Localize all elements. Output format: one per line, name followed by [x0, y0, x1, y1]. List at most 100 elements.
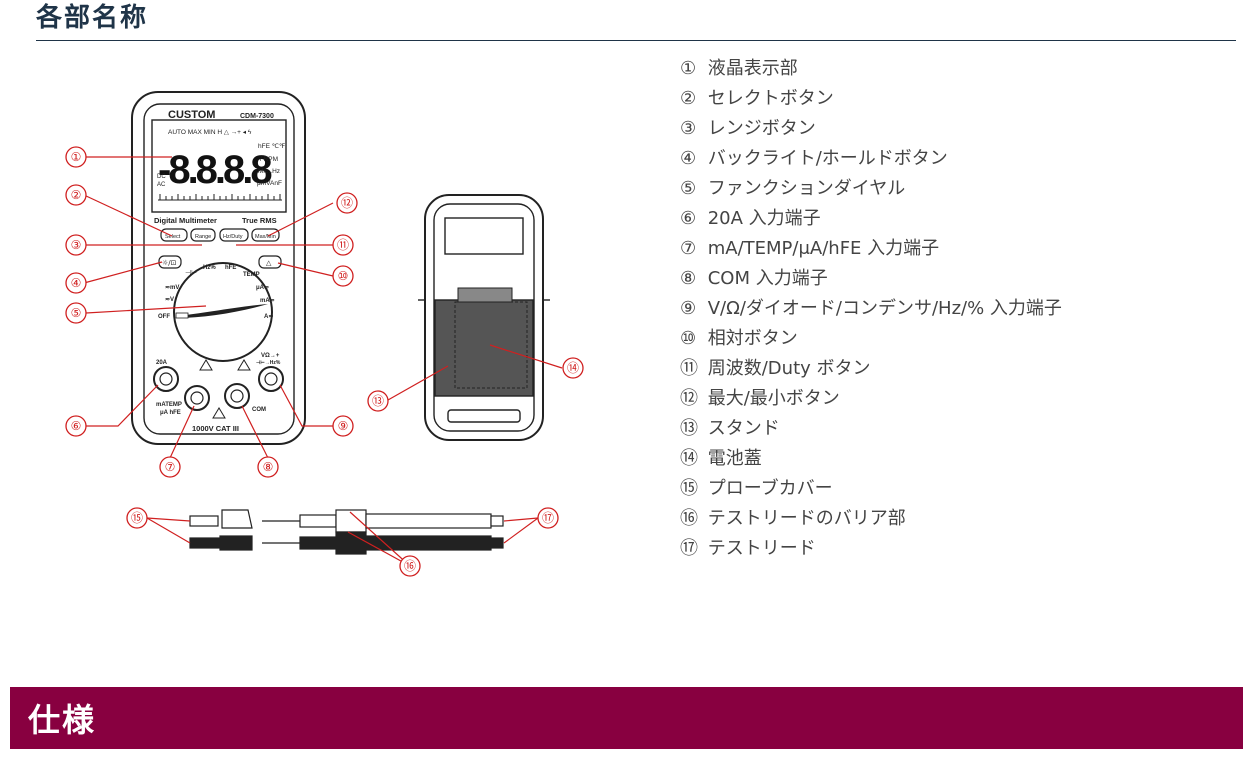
jack-vd-sub-label: ⊣⊢→Hz% — [256, 358, 281, 366]
select-button[interactable] — [160, 228, 188, 242]
spec-section-bar: 仕様 — [10, 687, 1243, 749]
parts-list-number: ⑪ — [680, 358, 698, 379]
dial-mv-label: ≂mV — [165, 285, 179, 291]
back-label-window — [444, 217, 524, 255]
callout-lines — [83, 156, 563, 567]
parts-list-item: ① 液晶表示部 — [680, 54, 1062, 84]
parts-list-item: ④ バックライト/ホールドボタン — [680, 144, 1062, 174]
callout-3: ③ — [71, 238, 82, 252]
parts-list-number: ③ — [680, 118, 697, 139]
section-divider — [36, 40, 1236, 41]
capacitor-diode-icon: ⊣⊢ — [185, 269, 197, 277]
parts-list-label: 周波数/Duty ボタン — [707, 358, 871, 379]
relative-button[interactable] — [258, 255, 282, 269]
parts-list-label: 相対ボタン — [707, 328, 798, 349]
callout-11: ⑪ — [337, 238, 349, 252]
callout-2: ② — [71, 188, 82, 202]
range-button[interactable] — [190, 228, 216, 242]
lcd-bargraph — [158, 194, 282, 201]
lcd-units-2: / RPM — [260, 156, 278, 163]
parts-list-item: ② セレクトボタン — [680, 84, 1062, 114]
back-foot-slot — [447, 409, 521, 423]
battery-cover[interactable] — [454, 301, 528, 389]
lcd-dc-label: DC — [157, 174, 166, 180]
callout-7: ⑦ — [165, 460, 176, 474]
parts-list-label: レンジボタン — [707, 118, 816, 139]
lcd-digits: -8.8.8.8 — [158, 148, 272, 192]
parts-list-label: COM 入力端子 — [707, 268, 828, 289]
callout-5: ⑤ — [71, 306, 82, 320]
lead-barrier-black — [335, 531, 367, 555]
probe-cover-black — [189, 537, 221, 549]
warning-icon — [199, 359, 213, 371]
parts-list-number: ⑥ — [680, 208, 697, 229]
jack-ma-temp-label: mATEMP — [156, 402, 182, 408]
meter-outer-case — [131, 91, 306, 445]
back-inner-case — [433, 203, 535, 432]
parts-list-item: ⑯ テストリードのバリア部 — [680, 504, 1062, 534]
dial-ma-label: mA≂ — [260, 298, 275, 304]
probe-cover-black-body — [219, 535, 253, 551]
probe-cover-white — [189, 515, 219, 527]
dial-pointer — [176, 304, 268, 318]
parts-list-label: スタンド — [707, 418, 780, 439]
jack-20a-hole — [159, 372, 173, 386]
warning-icon — [212, 407, 226, 419]
callout-10: ⑩ — [338, 269, 349, 283]
parts-diagram: CUSTOM CDM-7300 AUTO MAX MIN H △ →+ ◂ ϟ … — [65, 91, 584, 577]
callout-1: ① — [71, 150, 82, 164]
dial-ua-label: μA≂ — [256, 285, 269, 291]
back-outer-case — [424, 194, 544, 441]
parts-list-item: ⑬ スタンド — [680, 414, 1062, 444]
parts-list-number: ⑧ — [680, 268, 697, 289]
multimeter-back — [418, 194, 550, 441]
jack-vd-label: VΩ→+ — [261, 353, 280, 359]
parts-list-number: ② — [680, 88, 697, 109]
parts-list-item: ⑪ 周波数/Duty ボタン — [680, 354, 1062, 384]
range-button-label: Range — [195, 234, 211, 240]
parts-list-item: ⑭ 電池蓋 — [680, 444, 1062, 474]
lcd-units-4: μmVAnF — [257, 180, 282, 187]
parts-list-label: 20A 入力端子 — [707, 208, 821, 229]
multimeter-front — [131, 91, 306, 445]
parts-list-item: ⑤ ファンクションダイヤル — [680, 174, 1062, 204]
parts-list-number: ⑨ — [680, 298, 697, 319]
lcd-ac-label: AC — [157, 182, 166, 188]
parts-list-label: ファンクションダイヤル — [707, 178, 906, 199]
backlight-hold-button[interactable] — [158, 255, 182, 269]
jack-com-label: COM — [252, 407, 266, 413]
parts-list-number: ⑬ — [680, 418, 698, 439]
max-min-button[interactable] — [251, 228, 280, 242]
parts-list-label: テストリードのバリア部 — [707, 508, 906, 529]
meter-inner-case — [143, 103, 295, 435]
hz-duty-button[interactable] — [219, 228, 249, 242]
brand-label: CUSTOM — [168, 109, 215, 121]
parts-list-label: セレクトボタン — [707, 88, 834, 109]
parts-list-item: ⑩ 相対ボタン — [680, 324, 1062, 354]
parts-list-number: ① — [680, 58, 697, 79]
parts-list-item: ⑧ COM 入力端子 — [680, 264, 1062, 294]
parts-list-item: ⑰ テストリード — [680, 534, 1062, 564]
parts-list-label: バックライト/ホールドボタン — [707, 148, 948, 169]
dial-temp-label: TEMP — [243, 272, 260, 278]
parts-list-item: ⑨ V/Ω/ダイオード/コンデンサ/Hz/% 入力端子 — [680, 294, 1062, 324]
jack-com-hole — [230, 389, 244, 403]
section-title: 各部名称 — [36, 3, 149, 33]
lcd-frame — [151, 119, 287, 213]
callout-16: ⑯ — [404, 559, 416, 573]
dial-a-label: A≂ — [264, 314, 273, 320]
parts-list-number: ⑭ — [680, 448, 698, 469]
parts-list-number: ⑮ — [680, 478, 698, 499]
max-min-button-label: Max/Min — [255, 234, 276, 240]
jack-v-ohm-hole — [264, 372, 278, 386]
parts-list-number: ⑰ — [680, 538, 698, 559]
parts-list-item: ⑥ 20A 入力端子 — [680, 204, 1062, 234]
warning-icon — [237, 359, 251, 371]
callout-14: ⑭ — [567, 361, 579, 375]
callout-12: ⑫ — [341, 196, 353, 210]
select-button-label: Select — [165, 234, 181, 240]
stand[interactable] — [434, 299, 534, 397]
test-lead-white — [189, 509, 504, 533]
dial-hz-label: Hz% — [203, 265, 216, 271]
